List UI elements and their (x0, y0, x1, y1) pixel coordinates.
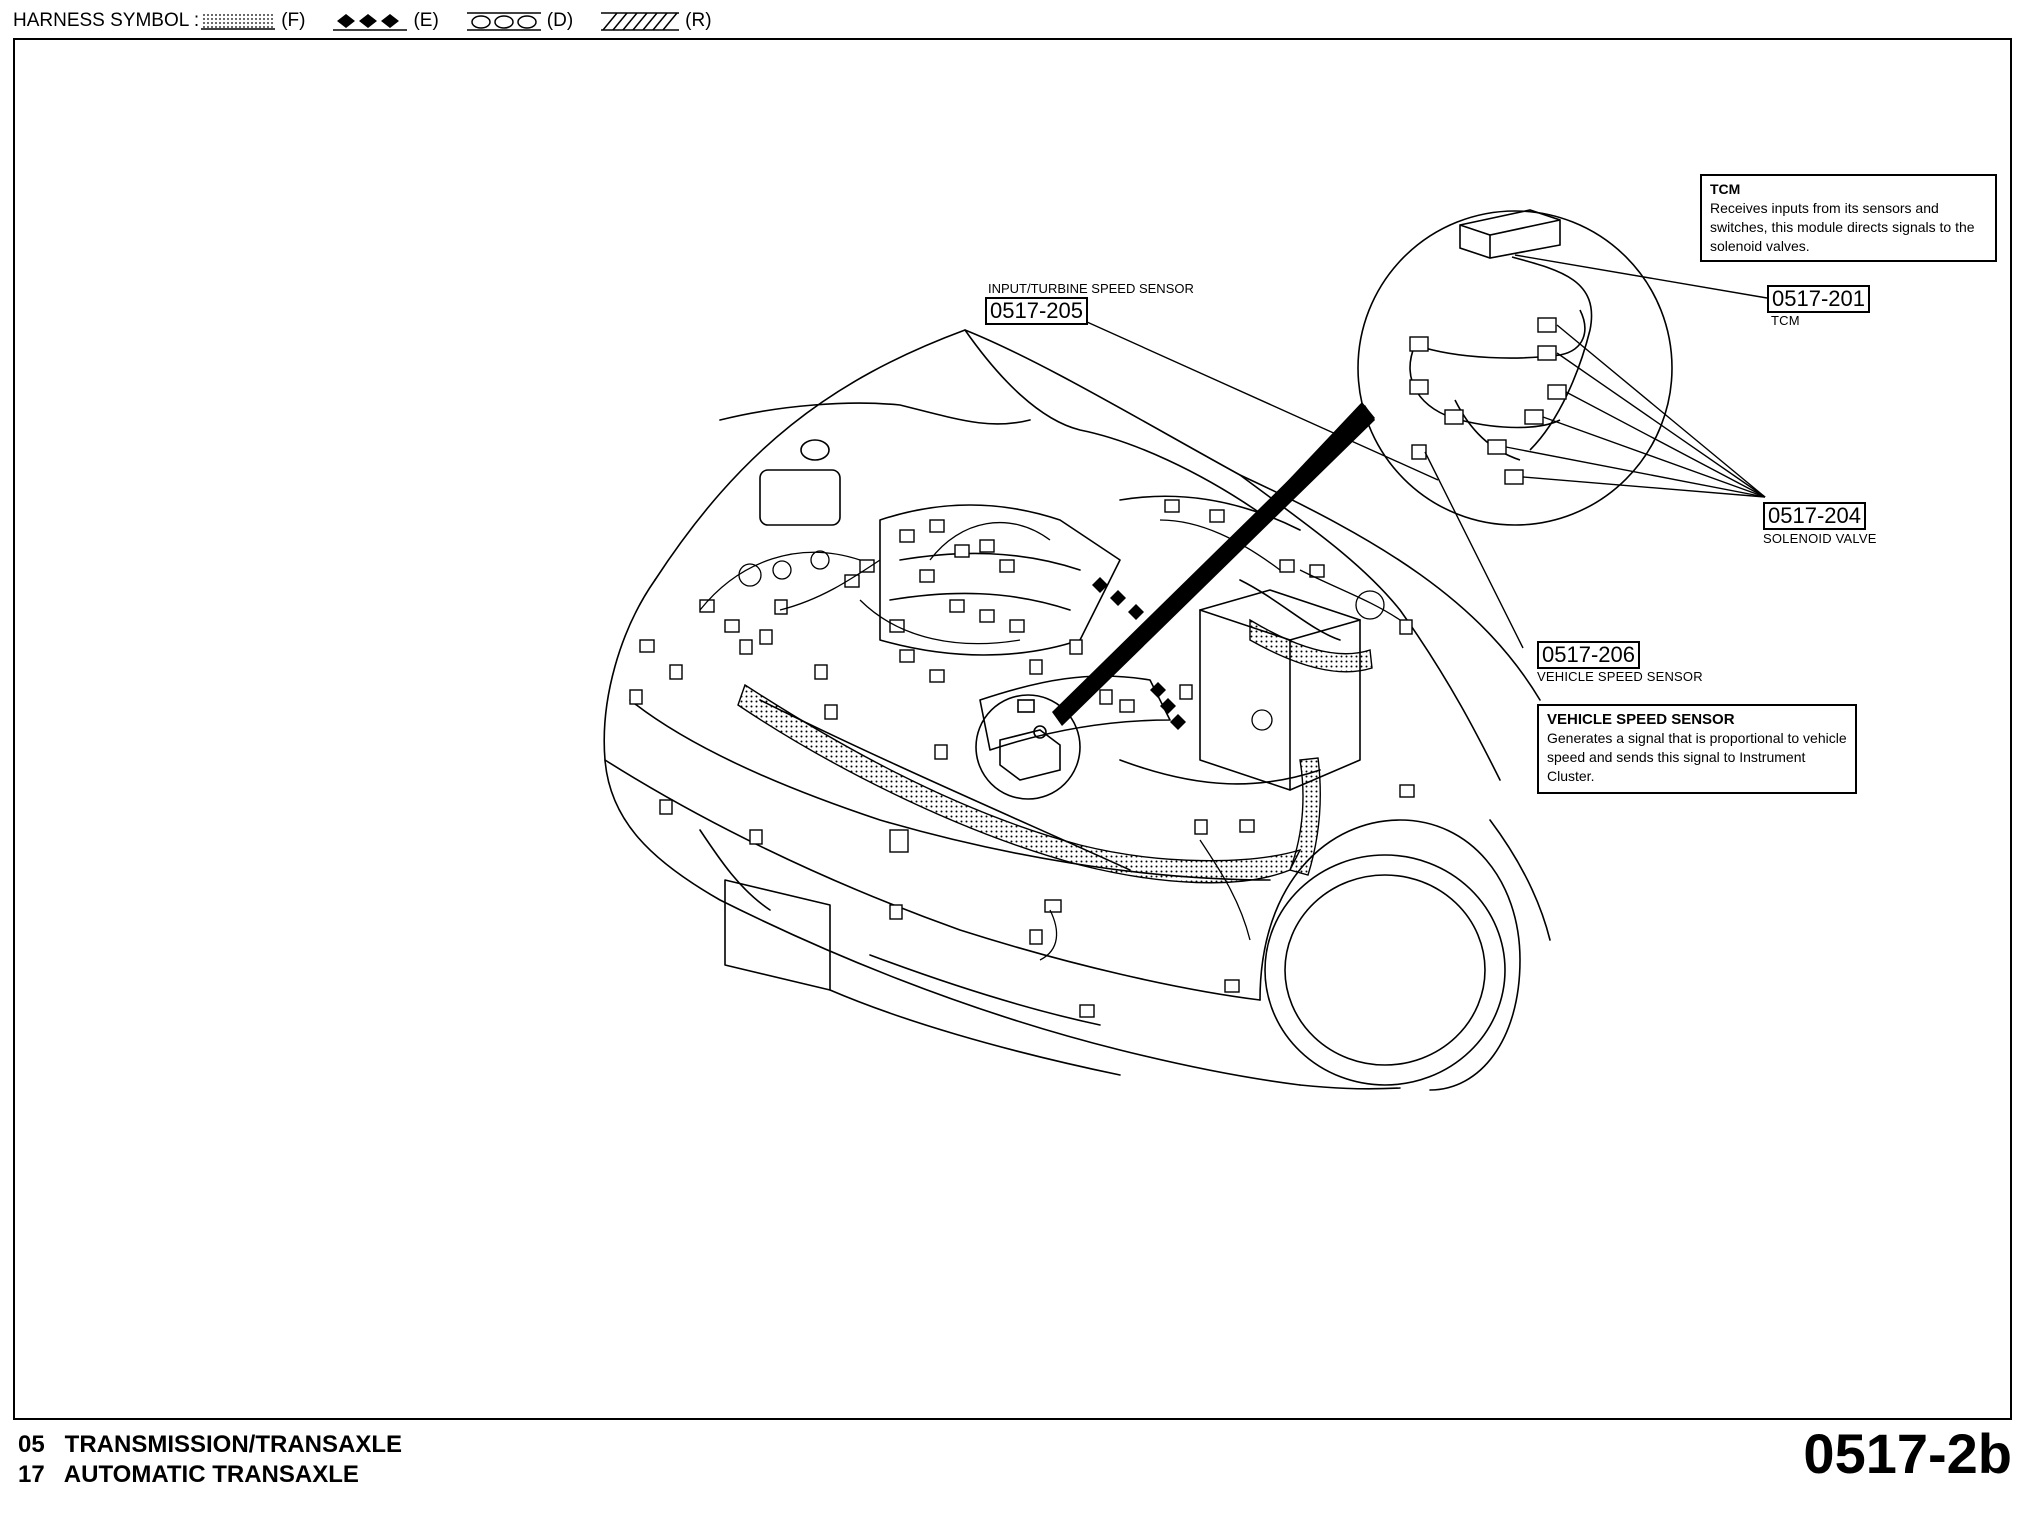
solenoid-sublabel: SOLENOID VALVE (1763, 531, 1877, 546)
vss-info-title: VEHICLE SPEED SENSOR (1547, 711, 1735, 728)
section-footer: 05 TRANSMISSION/TRANSAXLE 17 AUTOMATIC T… (18, 1430, 402, 1490)
dotted-band-icon (201, 14, 276, 30)
page-number: 0517-2b (1803, 1422, 2012, 1485)
input-sensor-code-tag[interactable]: 0517-205 (985, 297, 1088, 325)
vss-info-box: VEHICLE SPEED SENSOR Generates a signal … (1537, 704, 1857, 794)
legend-code-r: (R) (685, 10, 712, 31)
input-sensor-title: INPUT/TURBINE SPEED SENSOR (988, 281, 1194, 296)
tcm-info-box: TCM Receives inputs from its sensors and… (1700, 174, 1997, 262)
footer-line-2: 17 AUTOMATIC TRANSAXLE (18, 1460, 402, 1490)
legend-code-f: (F) (281, 10, 306, 31)
tcm-code-tag[interactable]: 0517-201 (1767, 285, 1870, 313)
legend-label: HARNESS SYMBOL : (13, 10, 200, 31)
tcm-sublabel: TCM (1771, 313, 1800, 328)
solenoid-code-tag[interactable]: 0517-204 (1763, 502, 1866, 530)
hatched-band-icon (601, 12, 680, 31)
legend-code-d: (D) (546, 10, 574, 31)
footer-section-number: 05 (18, 1431, 45, 1458)
tcm-info-body: Receives inputs from its sensors and swi… (1710, 200, 1975, 254)
footer-line-1: 05 TRANSMISSION/TRANSAXLE (18, 1430, 402, 1460)
tcm-info-title: TCM (1710, 181, 1741, 197)
diamond-chain-icon (333, 14, 408, 31)
diagram-frame (13, 38, 2012, 1420)
vss-sublabel: VEHICLE SPEED SENSOR (1537, 669, 1703, 684)
footer-subsection-number: 17 (18, 1461, 45, 1488)
footer-section-title: TRANSMISSION/TRANSAXLE (64, 1431, 403, 1458)
footer-subsection-title: AUTOMATIC TRANSAXLE (63, 1461, 359, 1488)
circle-chain-icon (466, 12, 541, 31)
legend-code-e: (E) (413, 10, 439, 31)
vss-code-tag[interactable]: 0517-206 (1537, 641, 1640, 669)
harness-symbol-legend: HARNESS SYMBOL : (F) (E) (D) (R) (13, 6, 738, 36)
vss-info-body: Generates a signal that is proportional … (1547, 730, 1847, 784)
